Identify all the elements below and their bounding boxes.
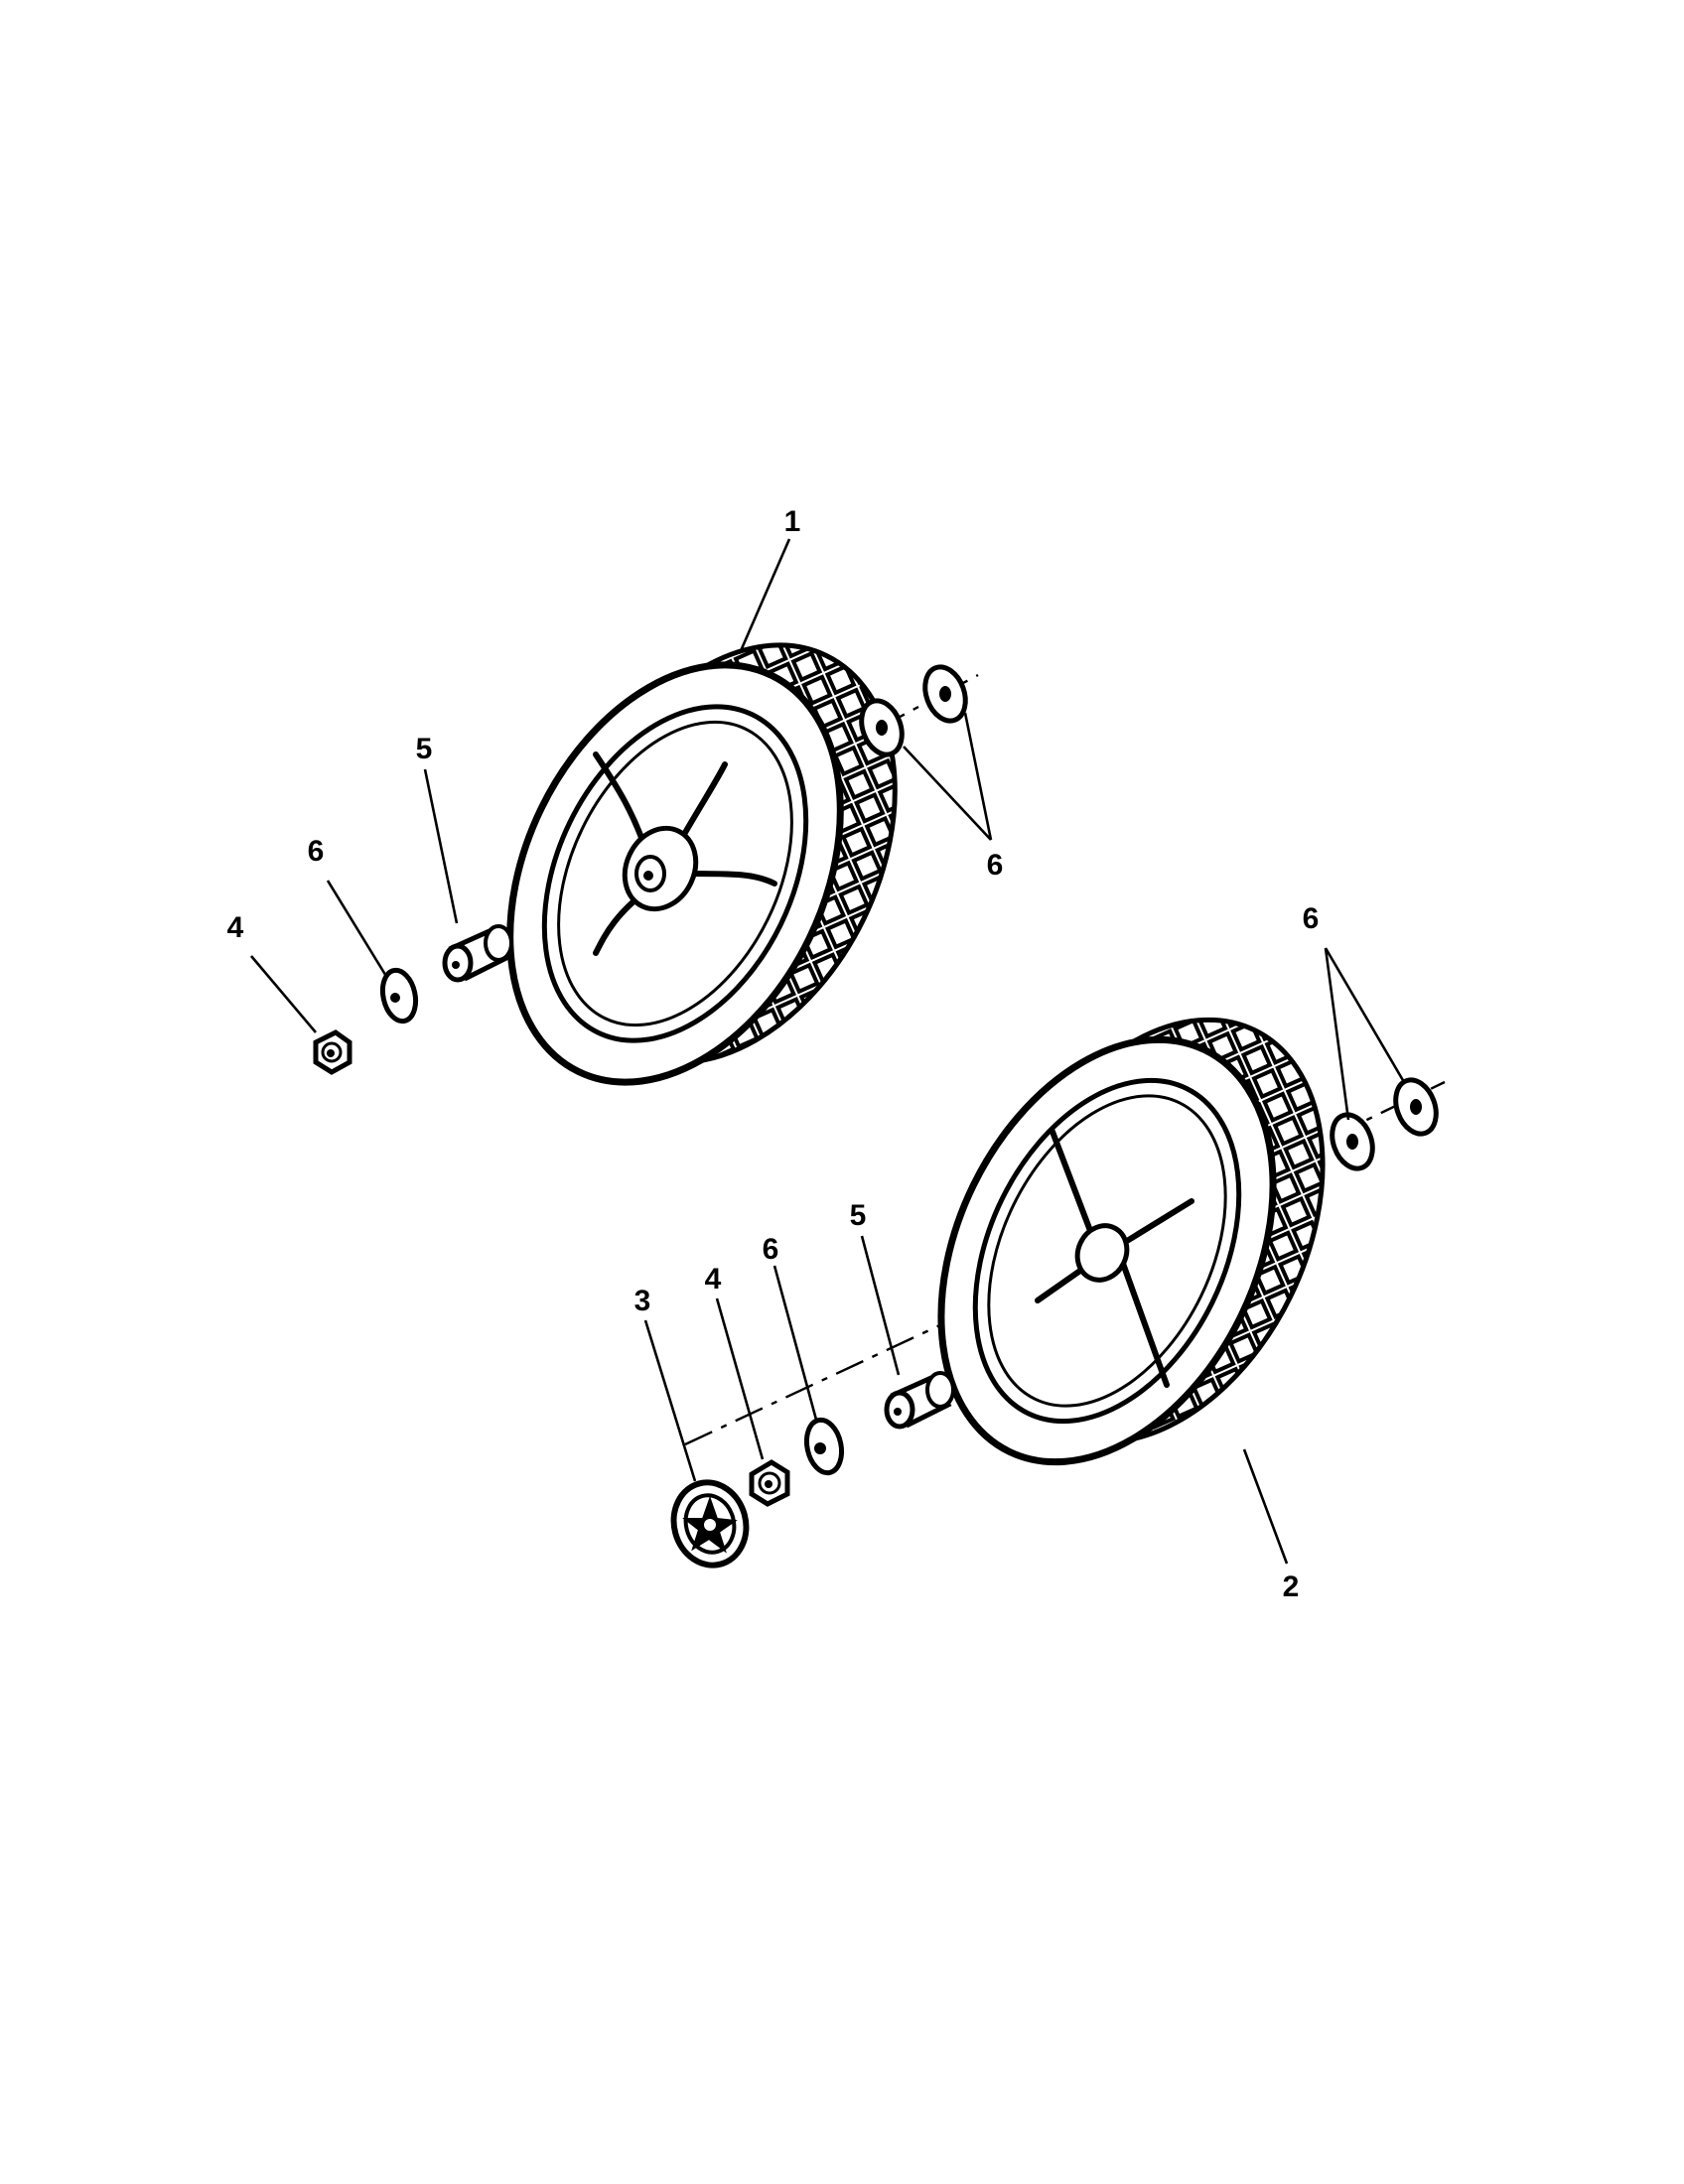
washer-icon bbox=[922, 664, 968, 724]
leader-4b bbox=[715, 1297, 765, 1460]
washer-icon bbox=[859, 698, 905, 757]
callout-4a: 4 bbox=[227, 911, 244, 944]
callout-4b: 4 bbox=[705, 1263, 722, 1296]
washer-icon bbox=[1330, 1112, 1375, 1171]
leader-1 bbox=[738, 538, 791, 654]
callout-6a: 6 bbox=[308, 835, 325, 868]
callout-6b: 6 bbox=[987, 849, 1004, 882]
bushing-icon bbox=[442, 924, 513, 983]
wheel-1 bbox=[506, 642, 898, 1086]
hub-cap-icon bbox=[670, 1479, 750, 1569]
leader-6d bbox=[1324, 947, 1406, 1121]
callout-5a: 5 bbox=[416, 733, 433, 765]
leader-5a bbox=[423, 768, 459, 924]
callout-3: 3 bbox=[634, 1285, 651, 1317]
washer-icon bbox=[803, 1417, 845, 1476]
callout-6c: 6 bbox=[763, 1233, 779, 1266]
callout-6d: 6 bbox=[1303, 902, 1320, 935]
wheel-2 bbox=[937, 1017, 1326, 1466]
hex-nut-icon bbox=[313, 1029, 352, 1075]
lower-assembly bbox=[643, 947, 1446, 1569]
upper-assembly bbox=[250, 538, 993, 1086]
leader-4a bbox=[250, 955, 317, 1033]
leader-6a bbox=[326, 880, 389, 979]
callouts: 1 2 3 4 4 5 5 6 6 6 6 bbox=[227, 505, 1320, 1603]
leader-6b bbox=[903, 712, 993, 841]
callout-2: 2 bbox=[1283, 1570, 1300, 1603]
leader-6c bbox=[772, 1265, 818, 1421]
leader-5b bbox=[860, 1235, 901, 1376]
bushing-icon bbox=[884, 1371, 955, 1430]
callout-5b: 5 bbox=[850, 1199, 867, 1232]
leader-2 bbox=[1242, 1448, 1289, 1565]
hex-nut-icon bbox=[749, 1459, 790, 1507]
callout-1: 1 bbox=[784, 505, 801, 538]
leader-3 bbox=[643, 1319, 697, 1482]
washer-icon bbox=[1393, 1077, 1439, 1137]
washer-icon bbox=[379, 967, 419, 1024]
